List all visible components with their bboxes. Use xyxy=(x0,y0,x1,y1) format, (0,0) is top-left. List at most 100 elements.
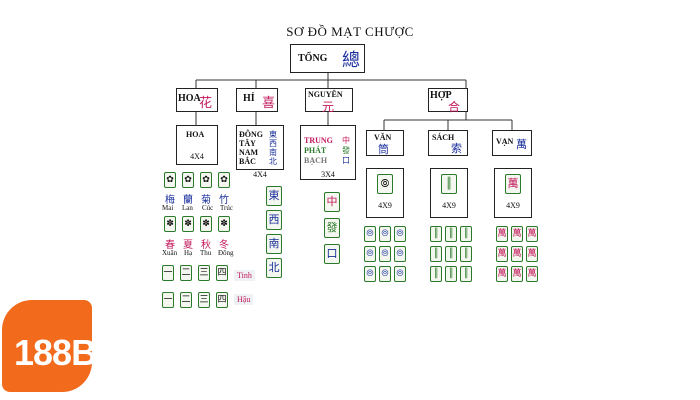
suit-tile: ║ xyxy=(430,246,442,262)
season-tile: ✽ xyxy=(218,216,230,232)
bonus-tile: 一 xyxy=(162,292,174,308)
plant-name-2: Cúc xyxy=(202,204,214,212)
diagram-title: SƠ ĐỒ MẠT CHƯỢC xyxy=(286,24,414,39)
root-char: 總 xyxy=(342,50,360,71)
hi-char-1: 西 xyxy=(269,139,277,148)
suit-tile: 萬 xyxy=(526,246,538,262)
sach-label: SÁCH xyxy=(432,133,455,142)
van-node xyxy=(366,130,404,156)
sach-count: 4X9 xyxy=(442,201,456,210)
suit-tile: ⦾ xyxy=(364,266,376,282)
season-char-2: 秋 xyxy=(201,240,211,251)
season-name-1: Hạ xyxy=(184,249,193,257)
nguyen-char-2: 口 xyxy=(342,156,350,165)
root-label: TỔNG xyxy=(298,53,328,64)
root-node xyxy=(290,44,365,73)
wind-tile-north: 北 xyxy=(266,258,282,278)
hoa-count: 4X4 xyxy=(190,152,204,161)
hi-child-node xyxy=(236,125,284,170)
hi-label: HỈ xyxy=(243,93,255,104)
bonus-tile: 三 xyxy=(198,265,210,281)
suit-tile: 萬 xyxy=(511,226,523,242)
hop-node xyxy=(428,88,468,112)
bonus-tile: 四 xyxy=(216,265,228,281)
plant-name-3: Trúc xyxy=(220,204,233,212)
nguyen-name-1: PHÁT xyxy=(304,146,327,155)
van2-count: 4X9 xyxy=(506,201,520,210)
bonus-tile: 二 xyxy=(180,265,192,281)
plant-char-3: 竹 xyxy=(219,195,229,206)
nguyen-node xyxy=(305,88,353,112)
nguyen-char-0: 中 xyxy=(342,136,350,145)
suit-tile: ⦾ xyxy=(394,226,406,242)
nguyen-name-2: BẠCH xyxy=(304,156,328,165)
season-tile: ✽ xyxy=(200,216,212,232)
suit-tile: ║ xyxy=(460,246,472,262)
van2-char: 萬 xyxy=(516,138,527,151)
hau-tag: Hậu xyxy=(234,294,254,305)
suit-tile: 萬 xyxy=(496,266,508,282)
nguyen-char-1: 發 xyxy=(342,146,350,155)
van-label: VĂN xyxy=(374,133,392,142)
suit-tile: ⦾ xyxy=(394,246,406,262)
season-tile: ✽ xyxy=(164,216,176,232)
suit-tile: ║ xyxy=(430,266,442,282)
suit-tile: ⦾ xyxy=(364,226,376,242)
hi-name-1: TÂY xyxy=(239,139,256,148)
nguyen-count: 3X4 xyxy=(321,170,335,179)
season-name-0: Xuân xyxy=(162,249,178,257)
flower-tile: ✿ xyxy=(182,172,194,188)
season-name-3: Đông xyxy=(218,249,234,257)
bonus-tile: 四 xyxy=(216,292,228,308)
flower-tile: ✿ xyxy=(218,172,230,188)
dragon-tile-white: 口 xyxy=(324,244,340,264)
bonus-tile: 一 xyxy=(162,265,174,281)
hi-count: 4X4 xyxy=(253,170,267,179)
bamboo-tile: ║ xyxy=(441,174,457,194)
plant-char-1: 蘭 xyxy=(183,195,193,206)
hoa-child-node xyxy=(176,125,218,165)
brand-logo xyxy=(2,300,92,392)
sach-node xyxy=(428,130,468,156)
van2-label: VẠN xyxy=(496,137,514,146)
plant-char-2: 菊 xyxy=(201,195,211,206)
hi-char: 喜 xyxy=(262,96,276,111)
nguyen-label: NGUYÊN xyxy=(308,90,343,99)
hi-node xyxy=(236,88,278,112)
van-char: 筒 xyxy=(378,143,389,156)
suit-tile: ║ xyxy=(460,226,472,242)
suit-tile: ⦾ xyxy=(379,246,391,262)
bonus-tile: 二 xyxy=(180,292,192,308)
flower-tile: ✿ xyxy=(164,172,176,188)
plant-char-0: 梅 xyxy=(165,195,175,206)
wind-tile-east: 東 xyxy=(266,186,282,206)
hop-label: HỢP xyxy=(430,90,452,101)
hi-name-2: NAM xyxy=(239,148,259,157)
wind-tile-south: 南 xyxy=(266,234,282,254)
season-char-1: 夏 xyxy=(183,240,193,251)
suit-tile: 萬 xyxy=(526,226,538,242)
flower-tile: ✿ xyxy=(200,172,212,188)
plant-name-0: Mai xyxy=(162,204,174,212)
van2-node xyxy=(492,130,532,156)
van-count: 4X9 xyxy=(378,201,392,210)
hi-char-0: 東 xyxy=(269,130,277,139)
suit-tile: 萬 xyxy=(496,246,508,262)
wan-tile: 萬 xyxy=(505,174,521,194)
suit-tile: ║ xyxy=(460,266,472,282)
hop-char: 合 xyxy=(448,100,461,114)
suit-tile: ⦾ xyxy=(379,266,391,282)
hi-char-2: 南 xyxy=(269,148,277,157)
hi-name-3: BẮC xyxy=(239,157,256,166)
suit-tile: ⦾ xyxy=(364,246,376,262)
season-name-2: Thu xyxy=(200,249,212,257)
suit-tile: 萬 xyxy=(526,266,538,282)
suit-tile: 萬 xyxy=(496,226,508,242)
suit-tile: ║ xyxy=(430,226,442,242)
suit-tile: ⦾ xyxy=(394,266,406,282)
sach-char: 索 xyxy=(451,142,462,155)
dragon-tile-green: 發 xyxy=(324,218,340,238)
nguyen-char: 元 xyxy=(322,100,335,114)
